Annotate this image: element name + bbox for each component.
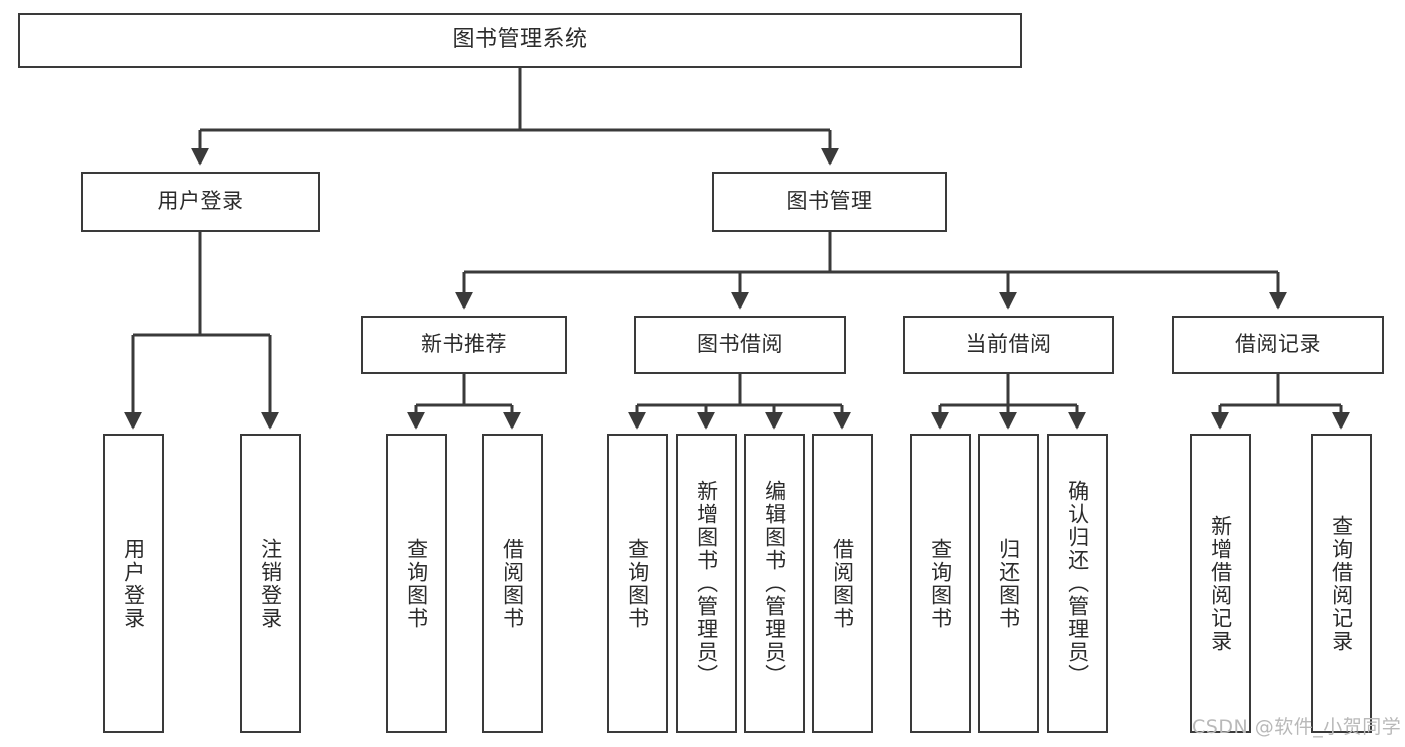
leaf-new-book-borrow[interactable]: 借阅图书	[482, 434, 543, 733]
leaf-book-borrow-add[interactable]: 新增图书（管理员）	[676, 434, 737, 733]
leaf-current-borrow-query[interactable]: 查询图书	[910, 434, 971, 733]
node-label: 查询借阅记录	[1329, 514, 1354, 653]
leaf-borrow-record-query[interactable]: 查询借阅记录	[1311, 434, 1372, 733]
leaf-current-borrow-confirm[interactable]: 确认归还（管理员）	[1047, 434, 1108, 733]
node-book-borrow[interactable]: 图书借阅	[634, 316, 846, 374]
node-label: 新增图书（管理员）	[694, 480, 719, 687]
leaf-user-login-logout[interactable]: 注销登录	[240, 434, 301, 733]
node-label: 用户登录	[157, 189, 244, 214]
node-label: 查询图书	[404, 537, 429, 630]
node-label: 借阅图书	[830, 537, 855, 630]
leaf-new-book-query[interactable]: 查询图书	[386, 434, 447, 733]
node-new-book-recommend[interactable]: 新书推荐	[361, 316, 567, 374]
node-label: 借阅图书	[500, 537, 525, 630]
node-label: 图书借阅	[697, 332, 783, 357]
node-label: 查询图书	[625, 537, 650, 630]
node-label: 用户登录	[121, 537, 146, 630]
node-current-borrow[interactable]: 当前借阅	[903, 316, 1114, 374]
node-label: 注销登录	[258, 537, 283, 630]
node-root-system[interactable]: 图书管理系统	[18, 13, 1022, 68]
node-label: 新增借阅记录	[1208, 514, 1233, 653]
node-label: 归还图书	[996, 537, 1021, 630]
node-label: 编辑图书（管理员）	[762, 480, 787, 687]
leaf-user-login-login[interactable]: 用户登录	[103, 434, 164, 733]
leaf-current-borrow-return[interactable]: 归还图书	[978, 434, 1039, 733]
node-borrow-record[interactable]: 借阅记录	[1172, 316, 1384, 374]
leaf-book-borrow-borrow[interactable]: 借阅图书	[812, 434, 873, 733]
node-label: 确认归还（管理员）	[1065, 480, 1090, 687]
leaf-book-borrow-query[interactable]: 查询图书	[607, 434, 668, 733]
node-label: 当前借阅	[965, 332, 1052, 357]
csdn-watermark: CSDN @软件_小贺同学	[1192, 716, 1402, 738]
node-label: 新书推荐	[421, 332, 507, 357]
node-user-login[interactable]: 用户登录	[81, 172, 320, 232]
leaf-book-borrow-edit[interactable]: 编辑图书（管理员）	[744, 434, 805, 733]
node-label: 图书管理	[786, 189, 873, 214]
node-label: 借阅记录	[1235, 332, 1321, 357]
leaf-borrow-record-add[interactable]: 新增借阅记录	[1190, 434, 1251, 733]
node-book-manage[interactable]: 图书管理	[712, 172, 947, 232]
node-label: 图书管理系统	[452, 27, 588, 53]
node-label: 查询图书	[928, 537, 953, 630]
